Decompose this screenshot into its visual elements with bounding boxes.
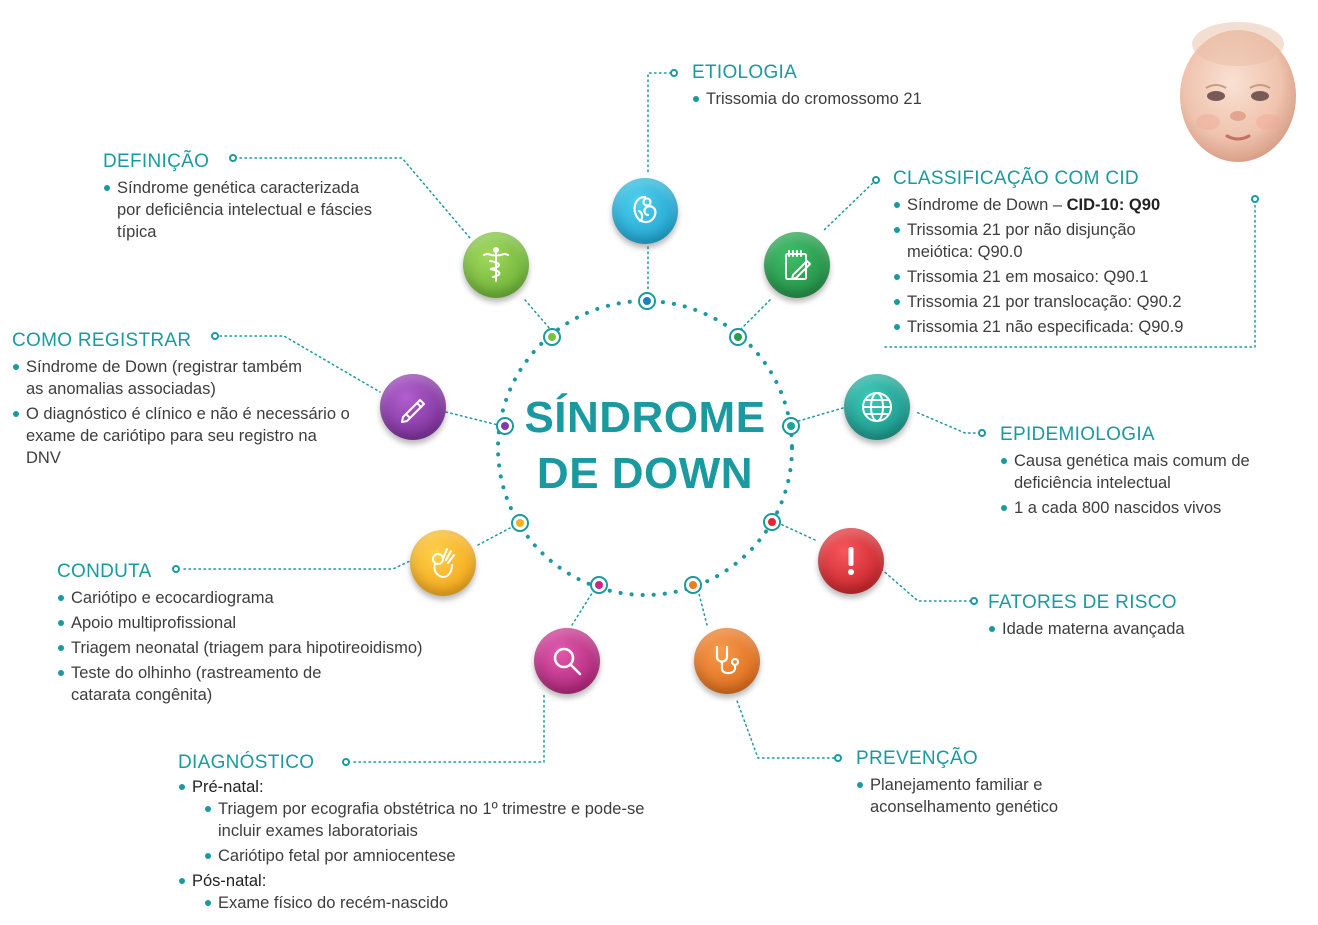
magnifier-icon [534,628,600,694]
ring-marker-etiologia [638,292,656,310]
section-title: ETIOLOGIA [692,62,798,83]
prenatal-suffix: : [258,778,264,796]
center-title-line1: SÍNDROME [524,393,766,442]
list-item: Idade materna avançada [988,618,1185,640]
list-item: Exame físico do recém-nascido [204,892,658,914]
connector-end-conduta [172,565,180,573]
item-list: Pré-natal: Triagem por ecografia obstétr… [178,776,658,914]
list-item: Trissomia 21 por não disjunção meiótica:… [893,219,1177,263]
list-item: Teste do olhinho (rastreamento de catara… [57,662,371,706]
exclamation-icon [818,528,884,594]
cid-code: CID-10: Q90 [1066,196,1161,214]
connector-end-definicao [229,154,237,162]
list-item-prenatal: Pré-natal: [178,776,658,798]
connector-end-classificacao-box [1251,195,1259,203]
connector-end-etiologia [670,69,678,77]
list-item: Triagem por ecografia obstétrica no 1º t… [204,798,648,842]
section-title: CLASSIFICAÇÃO COM CID [893,168,1139,189]
connector-end-diagnostico [342,758,350,766]
list-item: Trissomia 21 por translocação: Q90.2 [893,291,1223,313]
caduceus-icon [463,232,529,298]
section-prevencao: PREVENÇÃO Planejamento familiar e aconse… [856,748,1116,821]
section-title: DIAGNÓSTICO [178,752,315,773]
globe-icon [844,374,910,440]
ring-marker-epidemiologia [782,417,800,435]
ring-marker-diagnostico [590,576,608,594]
section-title: EPIDEMIOLOGIA [1000,424,1155,445]
item-list: Cariótipo e ecocardiograma Apoio multipr… [57,587,517,706]
center-title-line2: DE DOWN [536,449,754,498]
ring-marker-conduta [511,514,529,532]
section-title: FATORES DE RISCO [988,592,1177,613]
item-list: Síndrome de Down – CID-10: Q90 Trissomia… [893,194,1223,338]
list-item: Síndrome genética caracterizada por defi… [103,177,372,243]
section-etiologia: ETIOLOGIA Trissomia do cromossomo 21 [692,62,922,113]
ring-marker-fatores [763,513,781,531]
connector-end-epidemiologia [978,429,986,437]
center-title: SÍNDROME DE DOWN [520,390,770,502]
stethoscope-icon [694,628,760,694]
list-item: Síndrome de Down – CID-10: Q90 [893,194,1223,216]
list-item: 1 a cada 800 nascidos vivos [1000,497,1290,519]
pencil-icon [380,374,446,440]
list-item: Apoio multiprofissional [57,612,517,634]
item-prefix: Síndrome de Down – [907,196,1067,214]
section-conduta: CONDUTA Cariótipo e ecocardiograma Apoio… [57,561,517,709]
connector-end-classificacao [872,176,880,184]
list-item: Causa genética mais comum de deficiência… [1000,450,1269,494]
item-list: Idade materna avançada [988,618,1185,640]
section-classificacao: CLASSIFICAÇÃO COM CID Síndrome de Down –… [893,168,1223,341]
list-item: Síndrome de Down (registrar também as an… [12,356,321,400]
item-list: Síndrome de Down (registrar também as an… [12,356,362,469]
section-diagnostico: DIAGNÓSTICO Pré-natal: Triagem por ecogr… [178,752,658,914]
item-list: Causa genética mais comum de deficiência… [1000,450,1290,519]
section-registrar: COMO REGISTRAR Síndrome de Down (registr… [12,330,362,472]
list-item: Planejamento familiar e aconselhamento g… [856,774,1090,818]
notepad-pencil-icon [764,232,830,298]
connector-end-prevencao [834,754,842,762]
baby-face-image [1180,22,1296,162]
list-item: Cariótipo e ecocardiograma [57,587,517,609]
list-item: Triagem neonatal (triagem para hipotireo… [57,637,517,659]
list-item: Trissomia do cromossomo 21 [692,88,922,110]
ring-marker-registrar [496,417,514,435]
section-title: COMO REGISTRAR [12,330,192,351]
ring-marker-classificacao [729,328,747,346]
list-item: Cariótipo fetal por amniocentese [204,845,658,867]
connector-end-fatores [970,597,978,605]
list-item: Trissomia 21 em mosaico: Q90.1 [893,266,1223,288]
ring-marker-definicao [543,328,561,346]
list-item-posnatal: Pós-natal: [178,870,658,892]
fetus-icon [612,178,678,244]
section-fatores: FATORES DE RISCO Idade materna avançada [988,592,1185,643]
item-list: Planejamento familiar e aconselhamento g… [856,774,1116,818]
section-epidemiologia: EPIDEMIOLOGIA Causa genética mais comum … [1000,424,1290,522]
section-definicao: DEFINIÇÃO Síndrome genética caracterizad… [103,151,393,246]
item-list: Síndrome genética caracterizada por defi… [103,177,393,243]
ring-marker-prevencao [684,576,702,594]
item-list: Trissomia do cromossomo 21 [692,88,922,110]
prenatal-label: Pré-natal [192,778,259,796]
ok-hand-icon [410,530,476,596]
list-item: O diagnóstico é clínico e não é necessár… [12,403,356,469]
connector-end-registrar [211,332,219,340]
section-title: PREVENÇÃO [856,748,979,769]
section-title: CONDUTA [57,561,152,582]
list-item: Trissomia 21 não especificada: Q90.9 [893,316,1223,338]
section-title: DEFINIÇÃO [103,151,210,172]
